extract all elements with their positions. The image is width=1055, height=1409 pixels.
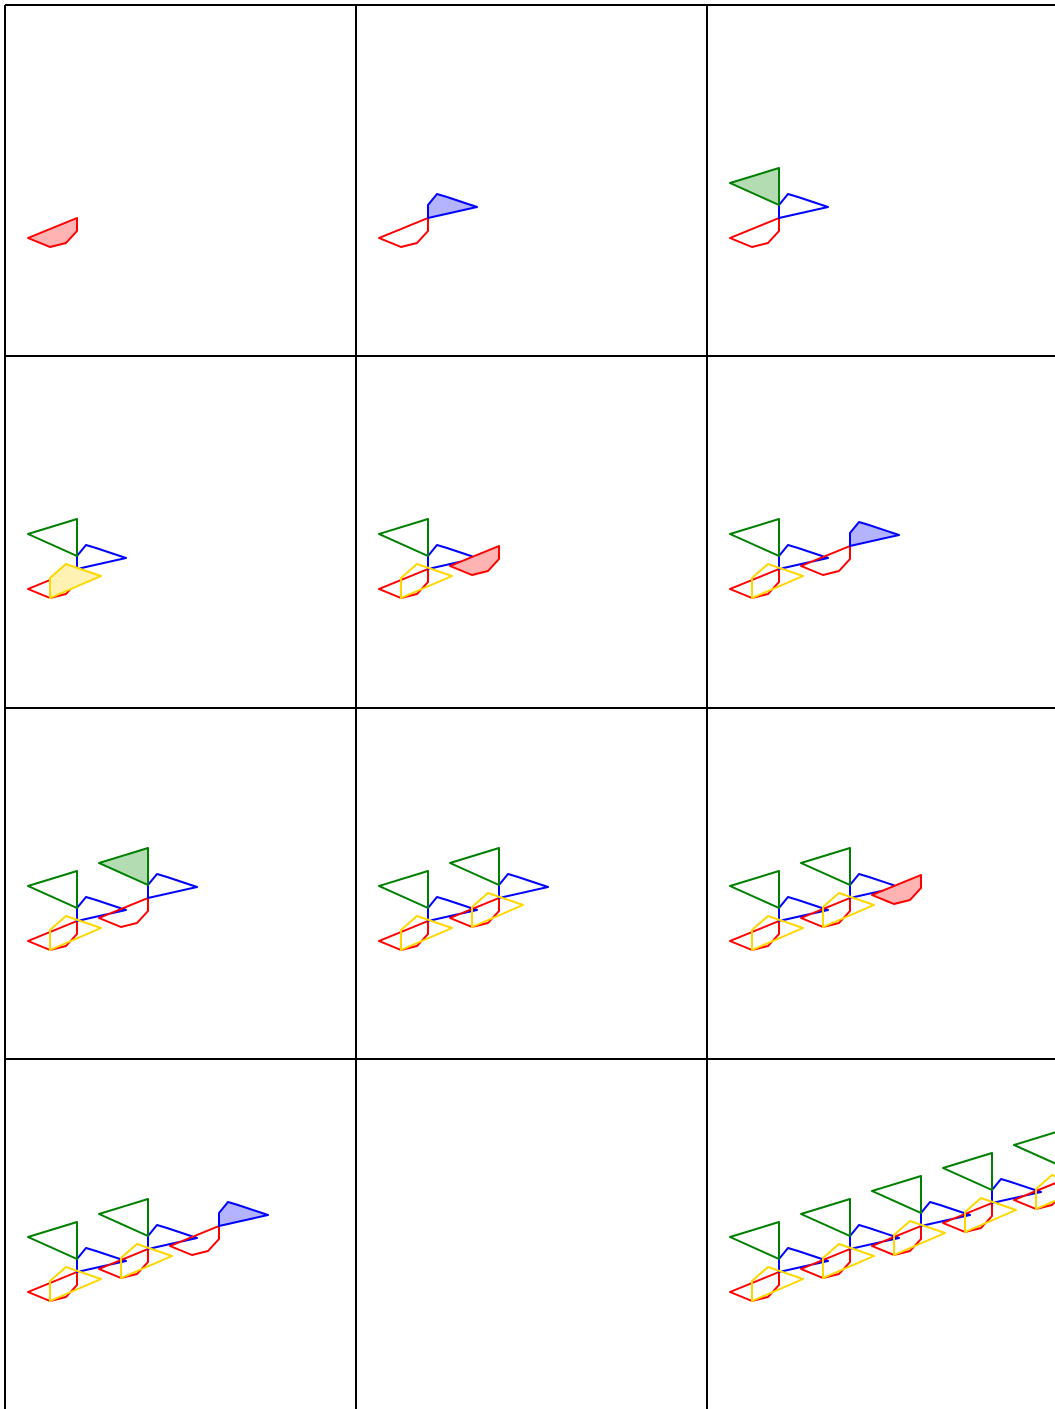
panel-background xyxy=(356,5,707,356)
panel-background xyxy=(356,708,707,1059)
panel-background xyxy=(707,1059,1055,1409)
panel-background xyxy=(356,1059,707,1409)
panel-r2-c1 xyxy=(5,356,356,708)
panel-r3-c3 xyxy=(707,708,1055,1059)
panel-r1-c1 xyxy=(5,5,356,356)
panel-r4-c2 xyxy=(356,1059,707,1409)
panel-background xyxy=(707,708,1055,1059)
panel-r1-c2 xyxy=(356,5,707,356)
panel-r3-c2 xyxy=(356,708,707,1059)
panel-r2-c2 xyxy=(356,356,707,708)
panel-r2-c3 xyxy=(707,356,1055,708)
panel-background xyxy=(5,1059,356,1409)
panel-background xyxy=(5,5,356,356)
panel-r4-c3 xyxy=(707,1059,1055,1409)
panel-r4-c1 xyxy=(5,1059,356,1409)
panel-background xyxy=(5,708,356,1059)
panel-r1-c3 xyxy=(707,5,1055,356)
panel-background xyxy=(356,356,707,708)
panel-background xyxy=(5,356,356,708)
panel-r3-c1 xyxy=(5,708,356,1059)
